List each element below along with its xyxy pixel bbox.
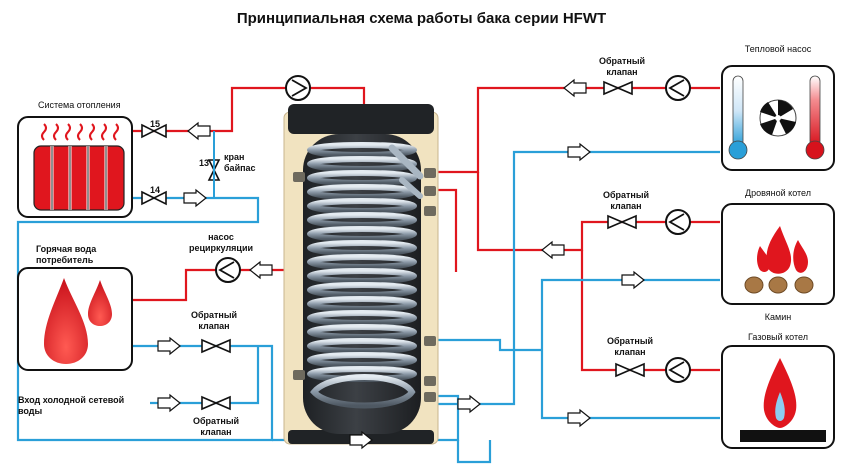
hot-water-consumer-label: Горячая вода потребитель [36,244,97,265]
cold-water-inlet-label: Вход холодной сетевой воды [18,395,125,416]
flow-arrow [157,336,181,356]
flow-arrow [563,78,587,98]
water-drop-small-icon [88,280,112,326]
fan-icon [759,99,797,137]
coil-turn [307,268,417,284]
check-valve-cold-inlet [201,395,231,411]
heat-waves-icon [41,123,119,141]
coil-turn [307,310,417,326]
water-drop-large-icon [44,278,88,364]
coil-turn [307,170,417,186]
check-valve-gas-boiler [615,362,645,378]
tank-diagonal-pipe [388,144,424,180]
tank-coil [307,142,417,409]
gas-boiler-box [721,345,835,449]
valve-15 [141,123,167,139]
valve-15-label: 15 [150,119,161,129]
coil-turn [307,324,417,340]
check-valve-hot-water [201,338,231,354]
coil-turn [307,198,417,214]
gas-boiler-label: Газовый котел [748,332,808,342]
coil-turn [307,338,417,354]
pipe-tank-top-to-return [436,86,720,174]
wood-boiler-label: Дровяной котел [745,188,811,198]
diagram-title: Принципиальная схема работы бака серии H… [236,10,607,27]
flow-arrows [157,78,645,450]
flow-arrow [157,393,181,413]
check-valve-cold-inlet-label: Обратный клапан [192,416,240,437]
fireplace-label: Камин [764,312,792,322]
flow-arrow [187,121,211,141]
log-icons [744,276,814,294]
coil-bottom-turn [310,374,416,409]
pipe-recirc-bottom [456,440,492,464]
radiator-icon [33,145,125,211]
check-valve-gas-boiler-label: Обратный клапан [606,336,654,357]
wood-boiler-box [721,203,835,305]
pipe-cold-inlet [150,346,260,405]
coil-turn [307,352,417,368]
hot-water-box [17,267,133,371]
heating-system-label: Система отопления [38,100,121,110]
bypass-valve-label: кран байпас [224,152,256,173]
flow-arrow [621,270,645,290]
tank-diagonal-pipe-2 [399,177,423,199]
flow-arrow [567,408,591,428]
tank-ports [293,168,436,402]
pipe-coil-upper [436,188,458,272]
thermometer-hot-icon [805,75,825,160]
flow-arrow [541,240,565,260]
coil-turn [307,212,417,228]
recirculation-pump [215,257,241,283]
valve-14 [141,190,167,206]
gas-flame-icon [763,358,797,428]
flow-arrow [567,142,591,162]
valve-13-label: 13 [199,158,210,168]
gas-boiler-circ-pump [665,357,691,383]
tank-top-cap [288,104,434,134]
valve-14-label: 14 [150,185,161,195]
check-valve-wood-boiler-label: Обратный клапан [602,190,650,211]
thermometer-cold-icon [728,75,748,160]
check-valve-heat-pump [603,80,633,96]
check-valve-wood-boiler [607,214,637,230]
coil-turn [307,254,417,270]
heat-pump-label: Тепловой насос [744,44,812,54]
heat-pump-box [721,65,835,171]
circulation-pump-top [285,75,311,101]
recirculation-pump-label: насос рециркуляции [188,232,254,253]
flow-arrow [249,260,273,280]
fire-icon [757,226,808,274]
coil-turn [307,240,417,256]
flow-arrow [183,188,207,208]
wood-boiler-circ-pump [665,209,691,235]
check-valve-hot-water-label: Обратный клапан [190,310,238,331]
coil-turn [307,156,417,172]
flow-arrow [349,430,373,450]
flow-arrow [457,394,481,414]
coil-turn [307,296,417,312]
burner-icon [740,430,826,442]
check-valve-heat-pump-label: Обратный клапан [598,56,646,77]
coil-turn [307,282,417,298]
pipe-coil-lower [436,338,542,352]
coil-turn [307,142,417,158]
heat-pump-circ-pump [665,75,691,101]
coil-turn [307,226,417,242]
storage-tank [283,104,439,445]
heating-system-box [17,116,133,218]
